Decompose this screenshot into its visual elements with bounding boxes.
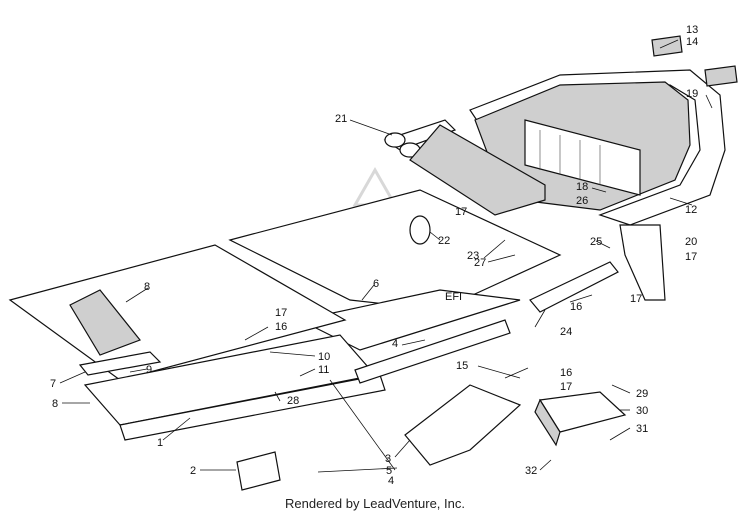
rear-mount-bracket: [619, 224, 666, 301]
callout-14: 14: [686, 36, 698, 48]
running-board-rail: [119, 319, 511, 441]
callout-23: 23: [467, 250, 479, 262]
callout-20: 20: [685, 236, 697, 248]
callout-24: 24: [560, 326, 572, 338]
hitch-hinge: [383, 119, 546, 216]
callout-10: 10: [318, 351, 330, 363]
callout-16a: 16: [275, 321, 287, 333]
callout-8: 8: [144, 281, 150, 293]
foot-bracket: [534, 391, 627, 447]
callout-21: 21: [335, 113, 347, 125]
callout-8b: 8: [52, 398, 58, 410]
efi-label: EFI: [445, 291, 462, 303]
callout-5: 5: [386, 465, 392, 477]
callout-19: 19: [686, 88, 698, 100]
bushing: [409, 215, 431, 245]
callout-17c: 17: [560, 381, 572, 393]
callout-4b: 4: [388, 475, 394, 487]
callout-1: 1: [157, 437, 163, 449]
callout-17d: 17: [630, 293, 642, 305]
render-credit: Rendered by LeadVenture, Inc.: [285, 496, 465, 511]
callout-7: 7: [50, 378, 56, 390]
callout-25: 25: [590, 236, 602, 248]
callout-26: 26: [576, 195, 588, 207]
callout-13: 13: [686, 24, 698, 36]
callout-labels: 1 2 3 4 4 5 6 7 8 8 9 10 11 12 13 14 15 …: [50, 24, 698, 487]
callout-17b: 17: [455, 206, 467, 218]
callout-22: 22: [438, 235, 450, 247]
callout-31: 31: [636, 423, 648, 435]
callout-17a: 17: [275, 307, 287, 319]
callout-9: 9: [146, 364, 152, 376]
callout-18: 18: [576, 181, 588, 193]
left-running-board: [8, 244, 377, 426]
callout-16c: 16: [570, 301, 582, 313]
callout-3: 3: [385, 453, 391, 465]
callout-2: 2: [190, 465, 196, 477]
callout-28: 28: [287, 395, 299, 407]
exhaust-tube: [529, 261, 619, 313]
reflector-plate: [236, 451, 281, 491]
decal-plates: [651, 35, 738, 87]
callout-29: 29: [636, 388, 648, 400]
callout-6: 6: [373, 278, 379, 290]
callout-12: 12: [685, 204, 697, 216]
callout-17e: 17: [685, 251, 697, 263]
callout-11: 11: [318, 364, 329, 376]
callout-27: 27: [474, 257, 486, 269]
heel-bracket: [404, 384, 522, 466]
callout-32: 32: [525, 465, 537, 477]
callout-30: 30: [636, 405, 648, 417]
callout-4: 4: [392, 338, 398, 350]
leader-lines: [59, 39, 713, 473]
callout-15: 15: [456, 360, 468, 372]
support-bracket: [78, 351, 162, 376]
callout-16b: 16: [560, 367, 572, 379]
tunnel-panel: EFI: [228, 189, 562, 351]
